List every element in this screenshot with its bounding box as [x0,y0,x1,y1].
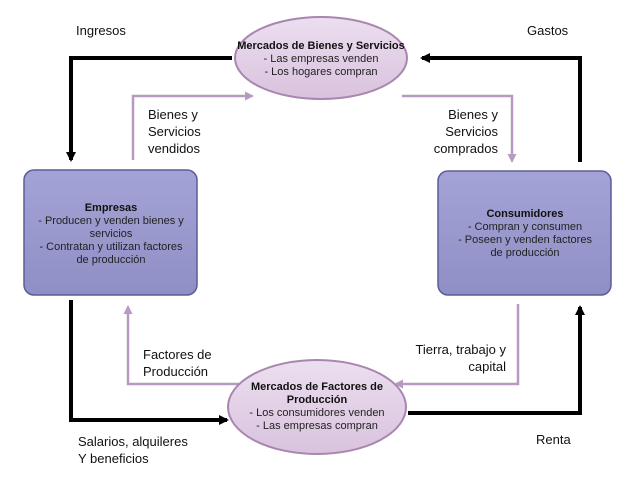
bienes-vendidos-line: Bienes y [148,107,198,122]
gastos-label: Gastos [527,23,569,38]
factores-line: Factores de [143,347,212,362]
firms-line: - Contratan y utilizan factores [39,241,183,253]
renta-label: Renta [536,432,571,447]
tierra-label: Tierra, trabajo y capital [398,341,506,375]
bienes-comprados-line: comprados [433,141,498,156]
firms-line: servicios [89,228,133,240]
firms-title: Empresas [84,202,138,214]
ingresos-label: Ingresos [76,23,126,38]
factores-arrow [123,305,246,386]
gastos-arrow [420,53,582,162]
firms-line: de producción [76,254,146,266]
factor-market-ellipse [227,359,407,455]
bienes-comprados-line: Bienes y [448,107,498,122]
salarios-arrow [69,300,229,425]
bienes-comprados-line: Servicios [445,124,498,139]
salarios-line: Salarios, alquileres [78,434,188,449]
consumers-title: Consumidores [486,208,564,220]
bienes-vendidos-line: vendidos [148,141,201,156]
factor-market-text: Mercados de Factores de Producción - Los… [232,381,402,433]
renta-arrow [408,305,585,415]
bienes-vendidos-label: Bienes y Servicios vendidos [148,106,201,157]
bienes-comprados-label: Bienes y Servicios comprados [422,106,498,157]
factores-line: Producción [143,364,209,379]
factor-market-title: Producción [286,394,348,406]
firms-box [23,169,198,296]
firms-line: - Producen y venden bienes y [38,215,184,227]
consumers-line: - Compran y consumen [467,221,583,233]
consumers-box [437,170,612,296]
goods-market-item: - Los hogares compran [264,66,378,78]
goods-market-text: Mercados de Bienes y Servicios - Las emp… [236,40,406,79]
factor-market-title: Mercados de Factores de [250,381,384,393]
salarios-label: Salarios, alquileres Y beneficios [78,433,188,467]
tierra-line: capital [468,359,506,374]
consumers-line: - Poseen y venden factores [458,234,592,246]
salarios-line: Y beneficios [78,451,149,466]
firms-text: Empresas - Producen y venden bienes y se… [26,202,196,267]
factor-market-item: - Los consumidores venden [249,407,385,419]
consumers-text: Consumidores - Compran y consumen - Pose… [440,208,610,260]
goods-market-item: - Las empresas venden [263,53,379,65]
bienes-vendidos-arrow [131,91,254,160]
goods-market-ellipse [234,16,408,100]
tierra-arrow [394,304,520,389]
consumers-line: de producción [490,247,560,259]
factores-label: Factores de Producción [143,346,212,380]
bienes-vendidos-line: Servicios [148,124,201,139]
bienes-comprados-arrow [402,94,517,163]
goods-market-title: Mercados de Bienes y Servicios [237,40,405,52]
tierra-line: Tierra, trabajo y [415,342,506,357]
ingresos-arrow [66,56,232,162]
factor-market-item: - Las empresas compran [256,420,378,432]
